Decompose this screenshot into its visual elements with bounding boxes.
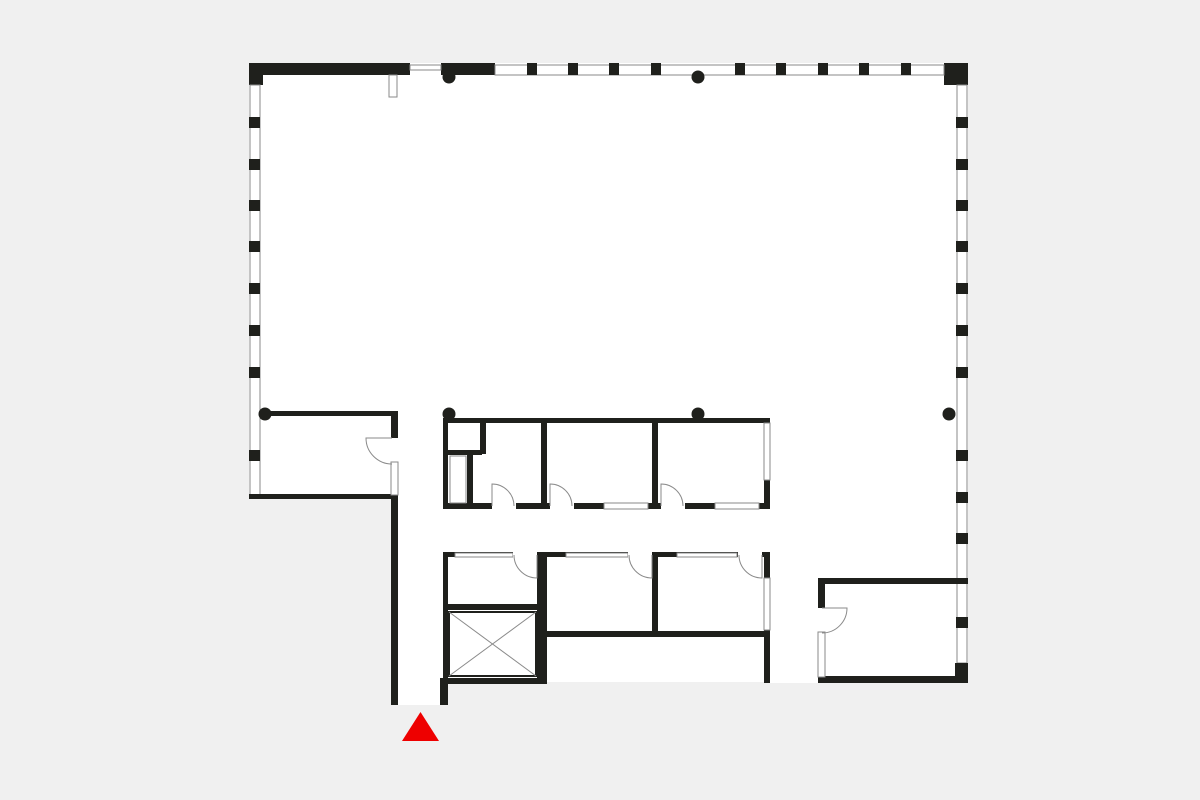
top-right-corner [944,63,968,85]
mullion-top [651,63,661,75]
mullion-left [249,159,260,170]
glass-top [494,64,945,76]
mullion-top [568,63,578,75]
mullion-top [609,63,619,75]
mullion-right [956,533,968,544]
floor-area [249,63,968,705]
door-swing [738,554,763,579]
door-swing [821,607,848,634]
column [442,407,456,421]
corridor-west-wall [391,498,398,705]
mullion-left [249,241,260,252]
mullion-top [735,63,745,75]
red-triangle-icon [402,712,439,741]
mullion-right [956,617,968,628]
mullion-right [956,200,968,211]
mullion-right [956,450,968,461]
top-wall-left [249,63,410,75]
mullion-right [956,367,968,378]
door-swing [513,554,538,579]
mullion-top [901,63,911,75]
mullion-right [956,325,968,336]
rooms-upper-row [443,418,771,510]
column [942,407,956,421]
structural-columns [258,70,956,421]
mullion-right [956,492,968,503]
mullion-left [249,325,260,336]
mullion-left [249,450,260,461]
window-mullions [249,63,968,628]
door-swing [660,483,684,507]
corridor-east-wall-lower [440,683,448,705]
door-swing [628,554,653,579]
top-wall-mid [441,63,495,75]
glass-top-door [409,64,442,71]
mullion-top [818,63,828,75]
bottom-wall-right [818,676,968,683]
column [691,70,705,84]
mullion-left [249,200,260,211]
door-swing [365,437,393,465]
mullion-right [956,159,968,170]
room-right-lower [817,578,968,678]
door-swing [491,483,515,507]
column [691,407,705,421]
mullion-top [527,63,537,75]
elevator-cross-icon [448,611,537,677]
top-wall-post [388,74,398,98]
mullion-left [249,367,260,378]
mullion-top [776,63,786,75]
mullion-right [956,283,968,294]
top-left-corner [249,63,263,85]
mullion-right [956,117,968,128]
mullion-top [859,63,869,75]
door-swing [549,483,573,507]
mullion-left [249,283,260,294]
bottom-wall-left-wing [249,494,398,499]
mullion-left [249,117,260,128]
rooms-lower-row [443,550,771,684]
core-bottom-wall [440,678,546,684]
mullion-right [956,241,968,252]
room-left-wing [262,411,399,496]
column [442,70,456,84]
